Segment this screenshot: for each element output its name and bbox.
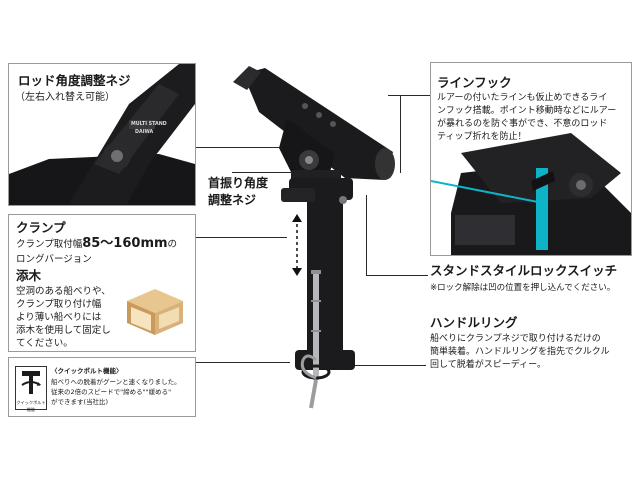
- lock-switch-desc: ※ロック解除は凹の位置を押し込んでください。: [430, 283, 616, 293]
- clamp-desc-2: ロングバージョン: [16, 254, 92, 265]
- swing-angle-title-2: 調整ネジ: [208, 193, 257, 207]
- rod-angle-emboss: MULTI STAND: [131, 122, 167, 127]
- clamp-desc-prefix: クランプ取付幅: [16, 239, 83, 250]
- rod-tube: [233, 66, 395, 180]
- spacer-desc-1: 空洞のある船べりや、: [16, 286, 111, 297]
- connector-clamp-h: [192, 237, 287, 238]
- line-hook-desc-4: ティップ折れを防止！: [437, 132, 527, 142]
- clamp-desc-suffix: の: [167, 239, 178, 250]
- quick-bolt-desc-2: 従来の2倍のスピードで"締める""緩める": [51, 388, 172, 396]
- connector-rod-angle-h: [195, 147, 295, 148]
- spacer-desc-2: クランプ取り付け幅: [16, 299, 102, 310]
- connector-line-hook-h: [388, 95, 431, 96]
- line-hook-panel: ラインフック ルアーの付いたラインも仮止めできるライ ンフック搭載。ポイント移動…: [430, 62, 632, 256]
- quick-bolt-panel: クイックボルト機能 〈クイックボルト機能〉 船べりへの脱着がグーンと速くなりまし…: [8, 357, 196, 417]
- spacer-title: 添木: [16, 268, 42, 283]
- handle-ring-title: ハンドルリング: [430, 315, 518, 330]
- quick-bolt-icon: クイックボルト機能: [15, 366, 47, 412]
- spacer-desc-5: てください。: [16, 338, 73, 349]
- rod-holder-illustration: [233, 66, 395, 409]
- connector-lock-h: [366, 275, 428, 276]
- connector-line-hook-v: [400, 95, 401, 173]
- line-hook-desc-2: ンフック搭載。ポイント移動時などにルアー: [437, 106, 617, 116]
- quick-bolt-title: 〈クイックボルト機能〉: [51, 367, 123, 375]
- bolt-icon: [21, 371, 41, 394]
- clamp-title: クランプ: [16, 220, 66, 235]
- swing-angle-title-1: 首振り角度: [208, 176, 269, 190]
- handle-ring-desc-2: 簡単装着。ハンドルリングを指先でクルクル: [430, 347, 610, 357]
- rod-angle-emboss-2: DAIWA: [135, 130, 154, 135]
- handle-ring-desc-3: 回して脱着がスピーディー。: [430, 360, 547, 370]
- lock-switch-title: スタンドスタイルロックスイッチ: [430, 263, 618, 278]
- line-hook-photo: [431, 63, 631, 255]
- rod-angle-panel: ロッド角度調整ネジ （左右入れ替え可能） MULTI STAND DAIWA: [8, 63, 196, 206]
- rod-angle-subtitle: （左右入れ替え可能）: [15, 92, 115, 103]
- wood-spacer-image: [127, 289, 183, 335]
- connector-swing-h: [232, 172, 320, 173]
- spacer-desc-3: より薄い船べりには: [16, 312, 102, 323]
- line-hook-desc-3: が暴れるのを防ぐ事ができ、不意のロッド: [437, 119, 608, 129]
- line-hook-title: ラインフック: [437, 75, 512, 90]
- quick-bolt-desc-1: 船べりへの脱着がグーンと速くなりました。: [51, 378, 181, 386]
- handle-ring-desc-1: 船べりにクランプネジで取り付けるだけの: [430, 334, 601, 344]
- connector-lock-v: [366, 195, 367, 275]
- clamp-desc: クランプ取付幅85〜160mmの: [16, 237, 177, 251]
- handle-ring: [300, 354, 318, 409]
- quick-bolt-icon-label: クイックボルト機能: [16, 400, 46, 412]
- clamp-panel: クランプ クランプ取付幅85〜160mmの ロングバージョン 添木 空洞のある船…: [8, 214, 196, 352]
- line-hook-desc-1: ルアーの付いたラインも仮止めできるライ: [437, 93, 608, 103]
- quick-bolt-desc-3: ができます(当社比): [51, 398, 109, 406]
- clamp-range: 85〜160mm: [82, 236, 168, 251]
- connector-quick-h: [195, 362, 290, 363]
- rod-angle-title: ロッド角度調整ネジ: [18, 73, 131, 88]
- rod-angle-photo: [9, 64, 195, 205]
- spacer-desc-4: 添木を使用して固定し: [16, 325, 111, 336]
- connector-handle-h: [336, 365, 426, 366]
